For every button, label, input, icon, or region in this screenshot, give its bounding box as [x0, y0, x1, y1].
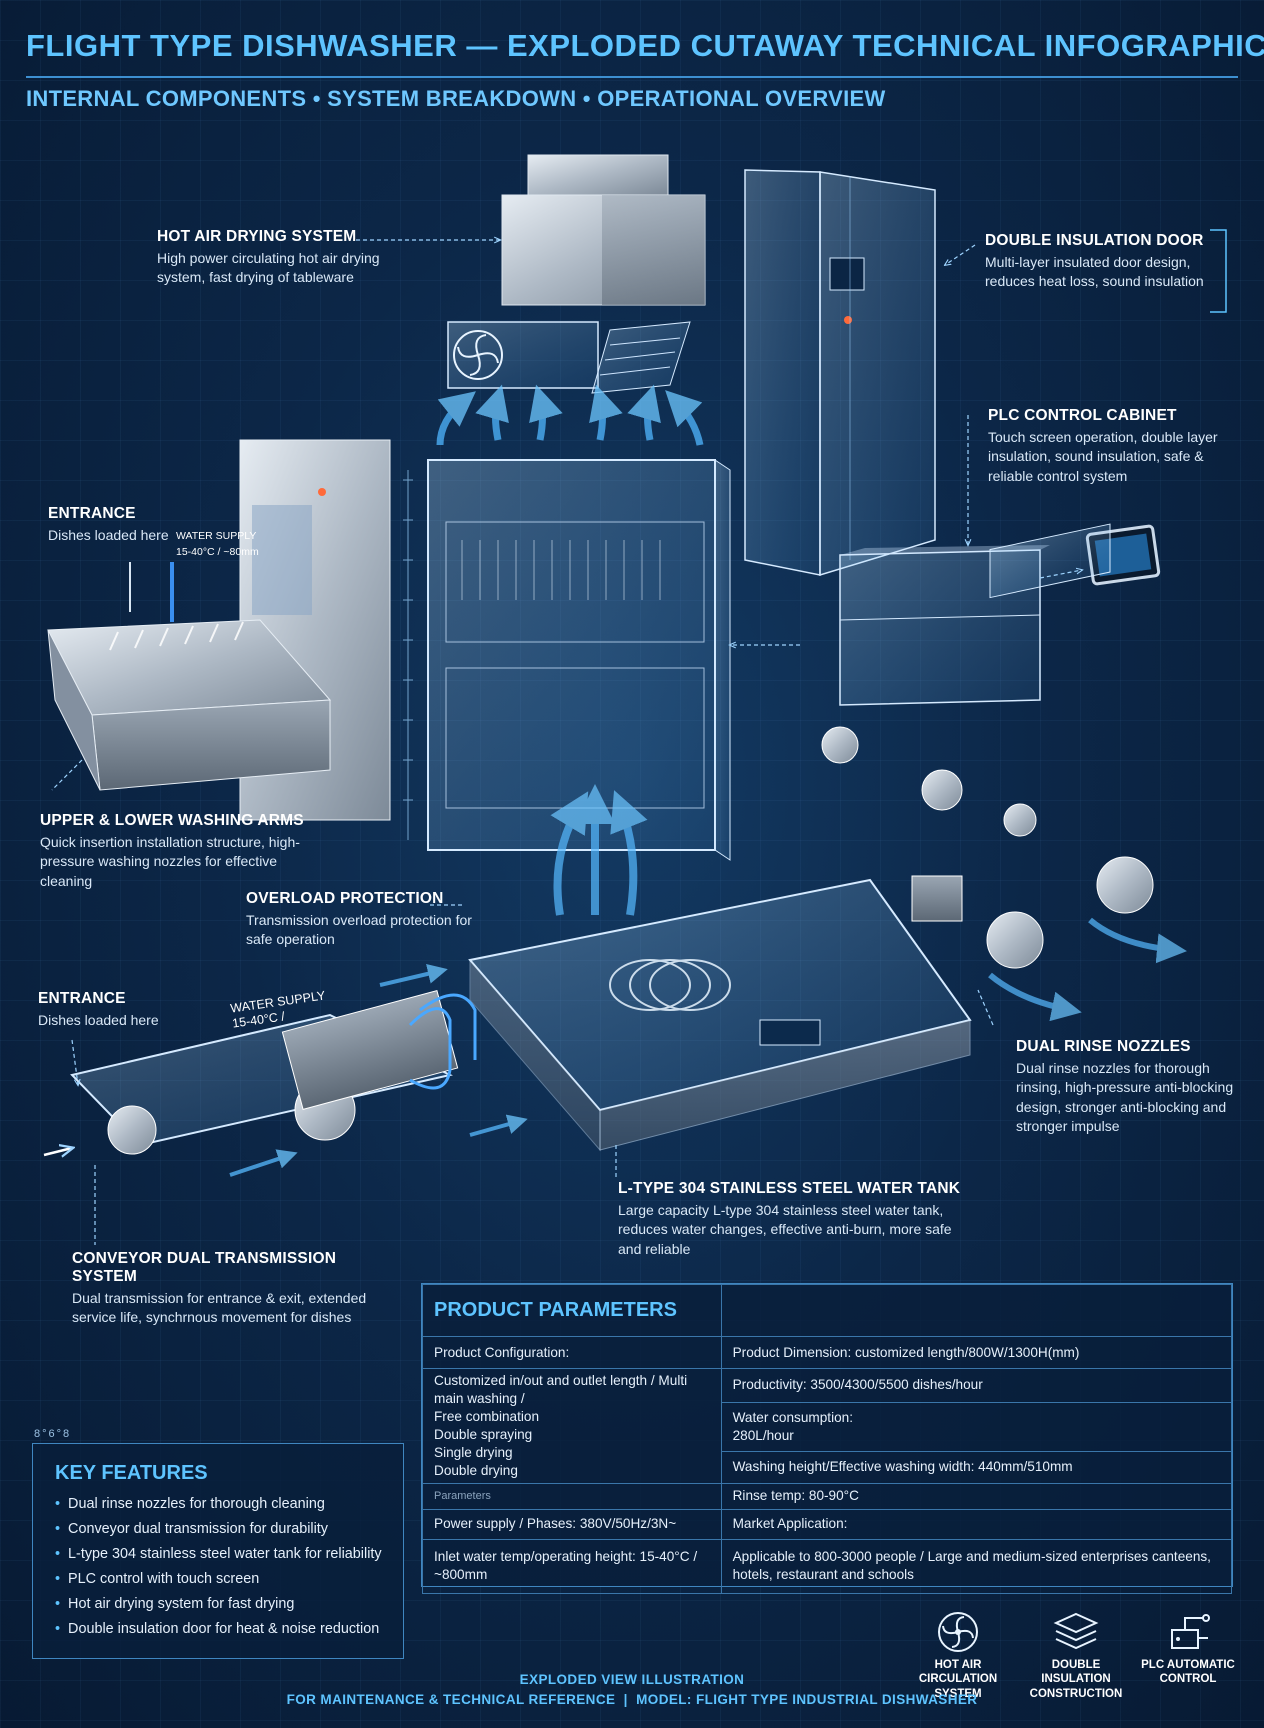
water-consumption-value: Water consumption: 280L/hour: [720, 1401, 1233, 1453]
callout-conveyor: CONVEYOR DUAL TRANSMISSION SYSTEM Dual t…: [72, 1250, 402, 1328]
entrance-module: [47, 439, 391, 821]
callout-entrance-bottom: ENTRANCE Dishes loaded here: [38, 990, 218, 1030]
layers-icon: [1053, 1612, 1099, 1650]
callout-description: High power circulating hot air drying sy…: [157, 250, 380, 286]
callout-overload-protection: OVERLOAD PROTECTION Transmission overloa…: [246, 890, 486, 950]
badge-plc-control: PLC AUTOMATIC CONTROL: [1128, 1610, 1248, 1687]
l-type-water-tank: [468, 878, 972, 1152]
callout-rinse-nozzles: DUAL RINSE NOZZLES Dual rinse nozzles fo…: [1016, 1038, 1246, 1136]
badge-double-insulation: DOUBLE INSULATION CONSTRUCTION: [1016, 1610, 1136, 1701]
productivity-value: Productivity: 3500/4300/5500 dishes/hour: [720, 1368, 1233, 1403]
conveyor-flow-arrows: [229, 963, 528, 1177]
callout-description: Dishes loaded here: [48, 527, 169, 543]
drying-fan-unit: [447, 321, 691, 394]
callout-description: Multi-layer insulated door design, reduc…: [985, 254, 1204, 290]
callout-entrance-top: ENTRANCE Dishes loaded here: [48, 505, 228, 545]
callout-title: ENTRANCE: [48, 505, 136, 522]
configuration-items: Customized in/out and outlet length / Mu…: [422, 1368, 722, 1484]
conveyor-belt-system: [70, 990, 477, 1155]
washing-height-value: Washing height/Effective washing width: …: [720, 1451, 1233, 1484]
water-supply-spec-top: 15-40°C / ~80mm: [176, 546, 259, 558]
callout-description: Dual rinse nozzles for thorough rinsing,…: [1016, 1060, 1234, 1134]
badge-label: PLC AUTOMATIC CONTROL: [1141, 1659, 1235, 1686]
page-subtitle: INTERNAL COMPONENTS • SYSTEM BREAKDOWN •…: [26, 86, 886, 111]
callout-title: CONVEYOR DUAL TRANSMISSION SYSTEM: [72, 1250, 337, 1285]
insulation-door-bracket: [1210, 229, 1227, 313]
callout-title: ENTRANCE: [38, 990, 126, 1007]
parameters-heading-spacer: [720, 1284, 1233, 1337]
parameters-heading: PRODUCT PARAMETERS: [422, 1284, 722, 1337]
water-spray-arrows: [550, 784, 648, 916]
callout-insulation-door: DOUBLE INSULATION DOOR Multi-layer insul…: [985, 232, 1225, 292]
footer-line-2: FOR MAINTENANCE & TECHNICAL REFERENCE | …: [286, 1692, 978, 1707]
callout-title: DOUBLE INSULATION DOOR: [985, 232, 1204, 249]
plc-circuit-icon: [1171, 1614, 1210, 1649]
callout-title: L-TYPE 304 STAINLESS STEEL WATER TANK: [618, 1180, 961, 1197]
callout-hot-air-drying: HOT AIR DRYING SYSTEM High power circula…: [157, 228, 417, 288]
list-item: Hot air drying system for fast drying: [55, 1596, 382, 1621]
callout-description: Dual transmission for entrance & exit, e…: [72, 1290, 367, 1326]
list-item: L-type 304 stainless steel water tank fo…: [55, 1546, 382, 1571]
list-item: Dual rinse nozzles for thorough cleaning: [55, 1496, 382, 1521]
badge-label: HOT AIR CIRCULATION SYSTEM: [918, 1659, 998, 1700]
callout-title: DUAL RINSE NOZZLES: [1016, 1038, 1191, 1055]
callout-description: Touch screen operation, double layer ins…: [988, 429, 1218, 484]
entry-pointer-arrow: [43, 1148, 72, 1155]
product-parameters-table: PRODUCT PARAMETERS Product Configuration…: [421, 1283, 1233, 1594]
badge-label: DOUBLE INSULATION CONSTRUCTION: [1029, 1659, 1123, 1700]
main-wash-chamber: [427, 459, 731, 861]
page-title: FLIGHT TYPE DISHWASHER — EXPLODED CUTAWA…: [26, 28, 1264, 63]
key-features-panel: KEY FEATURES Dual rinse nozzles for thor…: [32, 1443, 404, 1659]
inlet-water-value: Inlet water temp/operating height: 15-40…: [422, 1538, 722, 1594]
title-divider: [26, 76, 1238, 78]
rinse-nozzle-assembly: [821, 523, 1154, 969]
callout-description: Transmission overload protection for saf…: [246, 912, 472, 948]
callout-title: OVERLOAD PROTECTION: [246, 890, 444, 907]
list-item: Conveyor dual transmission for durabilit…: [55, 1521, 382, 1546]
dimension-value: Product Dimension: customized length/800…: [720, 1336, 1233, 1369]
market-application-label: Market Application:: [720, 1508, 1233, 1540]
rinse-temp-value: Rinse temp: 80-90°C: [720, 1482, 1233, 1510]
water-supply-label-top: WATER SUPPLY: [176, 530, 257, 542]
callout-description: Large capacity L-type 304 stainless stee…: [618, 1202, 952, 1257]
dimension-ruler: [403, 470, 413, 840]
callout-description: Quick insertion installation structure, …: [40, 834, 300, 889]
key-features-heading: KEY FEATURES: [55, 1462, 208, 1484]
decorative-marks: 8°6°8: [34, 1428, 72, 1440]
rinse-flow-arrows: [988, 917, 1187, 1022]
callout-description: Dishes loaded here: [38, 1012, 159, 1028]
key-features-list: Dual rinse nozzles for thorough cleaning…: [55, 1496, 382, 1646]
hot-air-flow-arrows: [436, 384, 704, 446]
callout-washing-arms: UPPER & LOWER WASHING ARMS Quick inserti…: [40, 812, 310, 891]
footer-line-1: EXPLODED VIEW ILLUSTRATION: [519, 1672, 745, 1687]
hot-air-hood: [501, 154, 706, 306]
parameters-row-label: Parameters: [422, 1482, 722, 1510]
configuration-label: Product Configuration:: [422, 1336, 722, 1369]
callout-title: UPPER & LOWER WASHING ARMS: [40, 812, 304, 829]
market-application-value: Applicable to 800-3000 people / Large an…: [720, 1538, 1233, 1594]
callout-title: HOT AIR DRYING SYSTEM: [157, 228, 357, 245]
callout-leader-lines: [51, 240, 1082, 1245]
callout-plc-cabinet: PLC CONTROL CABINET Touch screen operati…: [988, 407, 1218, 486]
list-item: Double insulation door for heat & noise …: [55, 1621, 382, 1646]
callout-title: PLC CONTROL CABINET: [988, 407, 1177, 424]
badge-hot-air: HOT AIR CIRCULATION SYSTEM: [898, 1610, 1018, 1701]
power-supply-value: Power supply / Phases: 380V/50Hz/3N~: [422, 1508, 722, 1540]
callout-water-tank: L-TYPE 304 STAINLESS STEEL WATER TANK La…: [618, 1180, 968, 1259]
insulation-door-panel: [744, 169, 936, 577]
fan-icon: [938, 1612, 978, 1652]
list-item: PLC control with touch screen: [55, 1571, 382, 1596]
